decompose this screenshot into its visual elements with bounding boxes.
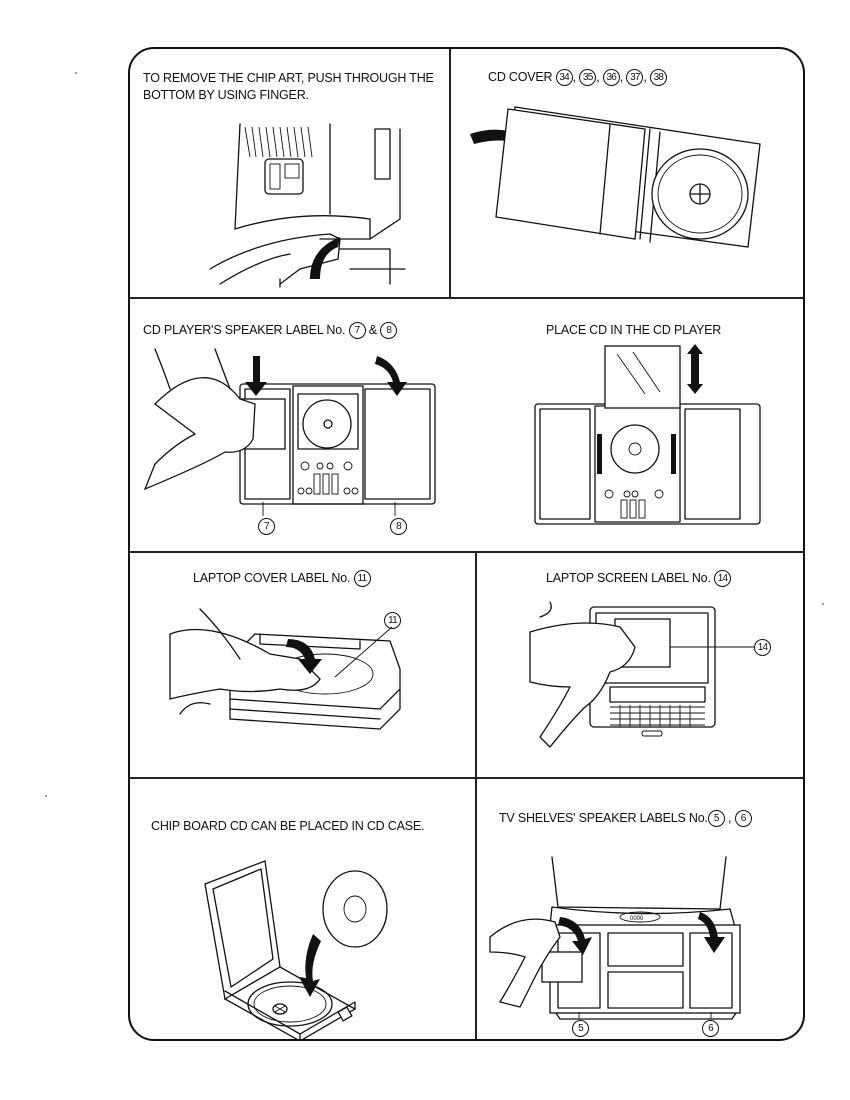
panel-caption: PLACE CD IN THE CD PLAYER: [546, 323, 722, 337]
callout-badge: 7: [258, 518, 275, 535]
column-divider: [475, 551, 477, 1039]
label-number-badge: 6: [734, 810, 752, 828]
cd-cover-illustration: [470, 106, 761, 248]
separator: ,: [619, 70, 624, 84]
panel-caption: TV SHELVES' SPEAKER LABELS No.: [499, 811, 708, 825]
label-number-badge: 8: [380, 322, 398, 340]
panel-caption-row: LAPTOP SCREEN LABEL No. 14: [546, 570, 731, 588]
panel-caption: LAPTOP COVER LABEL No.: [193, 571, 351, 585]
label-number-badge: 36: [602, 69, 620, 87]
separator: ,: [643, 70, 647, 84]
label-number-badge: 5: [707, 810, 725, 828]
conjunction: &: [368, 323, 377, 337]
tv-display-text: 0000: [630, 916, 644, 922]
label-number-badge: 11: [353, 570, 371, 588]
cd-player-speaker-illustration: [143, 348, 436, 516]
row-divider: [130, 297, 803, 299]
panel-caption-row: CD PLAYER'S SPEAKER LABEL No. 7 & 8: [143, 322, 398, 340]
chip-art-removal-illustration: [209, 123, 406, 288]
panel-caption: CD COVER: [488, 70, 553, 84]
scan-speck: [75, 72, 77, 74]
callout-badge: 6: [702, 1020, 719, 1037]
panel-caption: CHIP BOARD CD CAN BE PLACED IN CD CASE.: [151, 819, 425, 833]
callout-badge: 8: [390, 518, 407, 535]
place-cd-illustration: [534, 344, 761, 525]
scan-speck: [822, 603, 824, 605]
callout-badge: 5: [572, 1020, 589, 1037]
tv-shelves-illustration: 0000: [489, 856, 741, 1020]
instruction-sheet: TO REMOVE THE CHIP ART, PUSH THROUGH THE…: [128, 47, 805, 1041]
laptop-screen-illustration: [529, 601, 755, 748]
panel-caption-row: TV SHELVES' SPEAKER LABELS No.5 , 6: [499, 810, 752, 828]
label-number-badge: 37: [626, 69, 644, 87]
label-number-badge: 35: [579, 69, 597, 87]
row-divider: [130, 551, 803, 553]
separator: ,: [728, 811, 732, 825]
panel-caption: LAPTOP SCREEN LABEL No.: [546, 571, 711, 585]
callout-badge: 14: [754, 639, 771, 656]
label-number-badge: 14: [713, 570, 731, 588]
separator: ,: [572, 70, 577, 84]
panel-caption-row: CD COVER 34, 35, 36, 37, 38: [488, 69, 667, 87]
laptop-cover-illustration: [169, 608, 401, 730]
panel-caption-row: LAPTOP COVER LABEL No. 11: [193, 570, 371, 588]
label-number-badge: 38: [649, 69, 667, 87]
callout-badge: 11: [384, 612, 401, 629]
label-number-badge: 34: [555, 69, 573, 87]
cd-case-illustration: [204, 860, 388, 1039]
row-divider: [130, 777, 803, 779]
panel-caption: CD PLAYER'S SPEAKER LABEL No.: [143, 323, 346, 337]
panel-caption: TO REMOVE THE CHIP ART, PUSH THROUGH THE…: [143, 71, 434, 102]
label-number-badge: 7: [348, 322, 366, 340]
separator: ,: [596, 70, 600, 84]
scan-speck: [45, 795, 47, 797]
column-divider: [449, 49, 451, 297]
